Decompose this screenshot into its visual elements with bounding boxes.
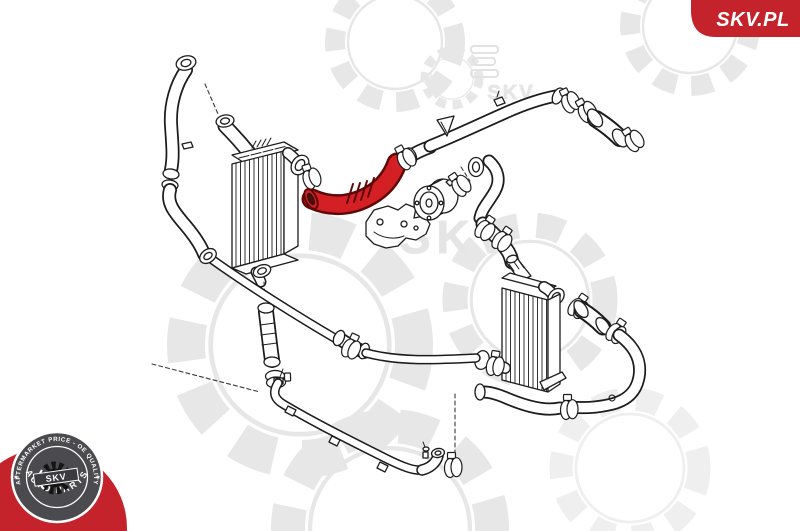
right-s-hose <box>474 328 647 416</box>
left-intercooler <box>231 137 310 288</box>
charger-hose-diagram <box>151 55 648 479</box>
brand-badge: SKV.PL <box>691 0 800 37</box>
gear-watermark-icon <box>335 0 455 102</box>
brand-badge-label: SKV.PL <box>716 9 789 31</box>
connector-sleeve <box>586 108 629 148</box>
gasket-ring <box>467 156 485 178</box>
upper-hose <box>423 87 565 153</box>
throttle-body <box>413 177 459 221</box>
connector-sleeve <box>573 299 612 336</box>
left-hose <box>161 55 211 261</box>
emblem-banner-label: SKV <box>45 471 67 484</box>
brand-badge-shape <box>691 0 800 37</box>
ribbed-connector <box>257 302 281 368</box>
gear-watermark-icon <box>561 399 699 531</box>
emblem-star-right-icon: ✶ <box>95 473 102 482</box>
hose-bellows-ribs <box>346 177 375 204</box>
right-intercooler <box>474 254 567 393</box>
skv-logo-bars-watermark-icon <box>470 45 499 78</box>
highlighted-hose <box>301 152 408 216</box>
emblem-banner: SKV <box>32 467 80 487</box>
manifold-part <box>365 203 431 249</box>
hose-clamp-icon <box>559 393 579 421</box>
dashed-guide-line <box>460 166 471 182</box>
dashed-guide-line <box>151 363 261 393</box>
hose-clamp-icon <box>298 160 324 192</box>
quality-emblem: AFTERMARKET PRICE - OE QUALITY AUTO PART… <box>0 430 127 531</box>
emblem-inner-ring <box>25 445 89 509</box>
emblem-star-left-icon: ✶ <box>13 473 20 482</box>
crossover-pipe-lower <box>270 368 446 476</box>
dashed-guide-line <box>204 83 219 115</box>
